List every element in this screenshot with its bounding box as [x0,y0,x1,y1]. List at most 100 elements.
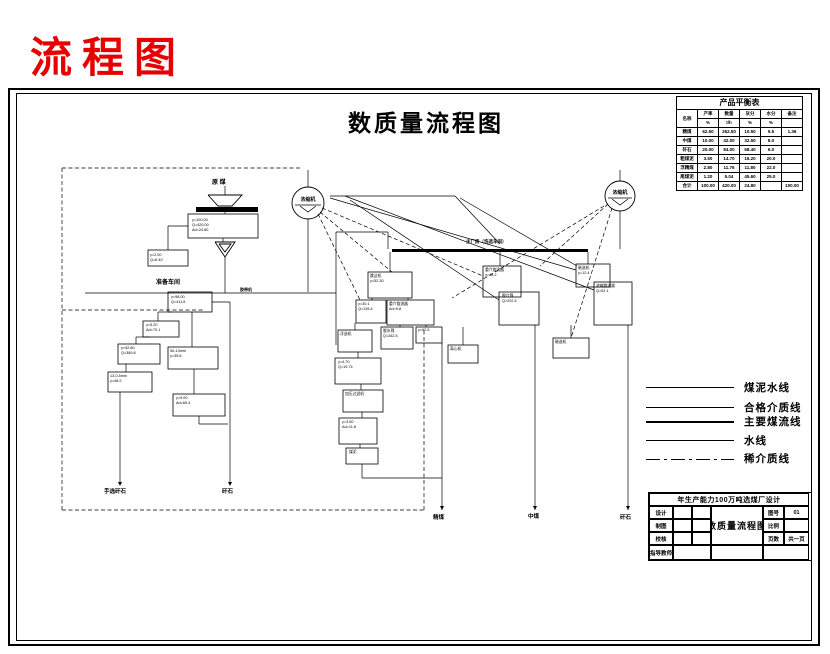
legend-label: 水线 [744,435,767,447]
process-box [415,326,443,344]
flow-line [319,211,393,273]
flow-annotation: Q=8.40 [150,258,163,262]
flow-annotation: Q=202.4 [502,299,517,303]
title-block-cell [673,506,692,519]
process-box [142,320,180,338]
process-box [167,346,219,370]
title-block-cell [692,532,711,545]
flow-label: 主厂房（洗选车间） [466,238,507,245]
process-box [337,329,373,353]
title-block-scale-label: 比例 [763,519,784,532]
legend-item: 主要煤流线 [646,414,802,429]
title-block-pages-label: 页数 [763,532,784,545]
flow-annotation: 磁选机 [555,339,567,344]
process-box [367,271,413,299]
screen-bar [196,207,258,212]
screen-bar [392,249,588,252]
process-box [167,291,213,313]
flow-line [539,203,609,267]
flow-annotation: 13-0.5mm [110,374,127,378]
flow-annotation: Q=389.8 [121,351,136,355]
flow-annotation: Q=52.1 [596,289,609,293]
title-block-check-label: 校核 [649,532,673,545]
flow-annotation: Q=262.5 [383,334,398,338]
arrowhead [228,482,232,486]
legend-item: 煤泥水线 [646,380,790,395]
cyclone-inner [218,243,232,253]
flow-label: 胶带机 [240,286,252,292]
process-box [338,417,378,445]
process-box [380,326,414,350]
flow-annotation: 脱水筛 [383,328,395,333]
flow-annotation: γ=12.4 [578,271,590,275]
flow-annotation: γ=30.1 [358,302,370,306]
legend-line-sample-solid [646,440,734,441]
flow-line [454,195,501,245]
flow-annotation: 磁选机 [578,265,590,270]
balance-table-cell: 100.00 [781,181,803,191]
flow-annotation: γ=100.00 [192,218,208,222]
title-block-cell [673,519,692,532]
legend-label: 煤泥水线 [744,382,790,394]
flow-annotation: γ=2.00 [150,253,162,257]
legend-label: 稀介质线 [744,453,790,465]
process-box [342,389,384,413]
flow-annotation: 浮选机 [340,331,352,336]
title-block-cell [673,545,711,560]
arrowhead [118,482,122,486]
thickener-cone [611,198,629,206]
process-box [147,249,189,267]
flow-annotation: 重介旋流器 [389,301,408,306]
flow-annotation: Q=420.00 [192,223,209,227]
flow-line [570,207,613,339]
flow-annotation: 脱介筛 [502,293,514,298]
process-box [172,393,226,417]
flow-annotation: γ=98.00 [171,295,185,299]
drawing-main-title: 数质量流程图 [348,110,504,136]
title-block-drawing-name: 数质量流程图 [711,506,763,545]
arrowhead [626,506,630,510]
flow-annotation: γ=3.50 [342,420,354,424]
flow-annotation: γ=62.5 [418,328,430,332]
flow-annotation: γ=4.70 [338,360,350,364]
arrowhead [440,506,444,510]
process-box [107,371,153,393]
flow-label: 矸石 [222,487,234,495]
flow-annotation: 50-13mm [170,349,186,353]
process-box [386,299,435,326]
flow-label: 准备车间 [156,278,180,286]
title-block-scale-value [784,519,809,532]
legend-item: 稀介质线 [646,451,790,466]
title-block-cell [692,519,711,532]
process-box [593,281,633,326]
title-block-design-label: 设计 [649,506,673,519]
process-box [117,343,161,365]
legend-item: 水线 [646,433,767,448]
flow-line [451,205,605,299]
flow-line [459,197,578,267]
flow-label: 原 煤 [212,178,226,186]
legend-line-sample-solid [646,407,734,408]
hopper [207,194,244,207]
process-box [187,213,259,239]
flow-line [329,197,577,271]
thickener-label: 浓缩机 [612,189,627,196]
process-box [498,291,540,326]
drawing-inner-frame [16,93,812,641]
flow-annotation: 加压过滤机 [345,391,364,396]
thickener-cone [299,205,317,213]
flow-label: 手选矸石 [104,487,127,495]
drawing-outer-frame [8,88,820,646]
flow-line [317,213,361,301]
flow-annotation: 重介旋流器 [485,267,504,272]
flow-line [344,195,595,291]
legend-line-sample-dashdot [646,457,734,460]
flow-annotation: Q=19.74 [338,365,353,369]
process-box [334,357,382,385]
page-title: 流程图 [30,33,187,82]
